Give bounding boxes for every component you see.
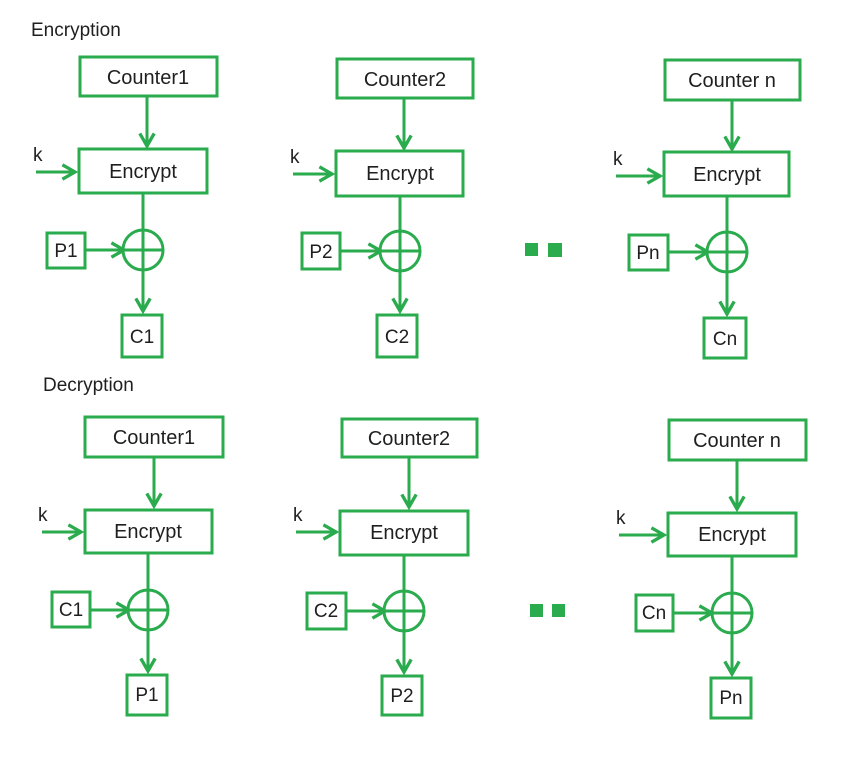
section-title: Decryption xyxy=(43,375,134,396)
ellipsis-square-icon xyxy=(552,604,565,617)
decryption-column-2: Counter2 k Encrypt C2 P2 xyxy=(293,417,479,717)
decryption-column-1: Counter1 k Encrypt C1 P1 xyxy=(38,415,225,717)
output-label: C2 xyxy=(385,327,409,348)
encrypt-box xyxy=(662,150,791,198)
output-box xyxy=(380,674,424,717)
key-label: k xyxy=(293,505,303,526)
output-box xyxy=(125,673,169,717)
encrypt-label: Encrypt xyxy=(698,524,766,546)
output-label: P2 xyxy=(390,686,413,707)
key-label: k xyxy=(616,508,626,529)
output-box xyxy=(709,676,753,720)
input-label: P1 xyxy=(54,241,77,262)
section-title: Encryption xyxy=(31,20,121,41)
encrypt-label: Encrypt xyxy=(114,521,182,543)
counter-label: Counter n xyxy=(688,70,776,92)
encryption-column-n: Counter n k Encrypt Pn Cn xyxy=(613,58,802,360)
counter-box xyxy=(335,57,475,100)
encrypt-box xyxy=(77,147,209,195)
encrypt-box xyxy=(334,149,465,198)
counter-label: Counter n xyxy=(693,430,781,452)
encrypt-box xyxy=(666,511,798,558)
output-label: Cn xyxy=(713,329,737,350)
output-label: C1 xyxy=(130,327,154,348)
output-label: P1 xyxy=(135,685,158,706)
encryption-ellipsis xyxy=(525,243,562,257)
input-box xyxy=(300,231,342,271)
encrypt-label: Encrypt xyxy=(109,161,177,183)
input-label: C1 xyxy=(59,600,83,621)
key-label: k xyxy=(290,147,300,168)
counter-label: Counter1 xyxy=(113,427,195,449)
output-box xyxy=(702,316,748,360)
encryption-column-2: Counter2 k Encrypt P2 C2 xyxy=(290,57,475,359)
counter-label: Counter1 xyxy=(107,67,189,89)
output-box xyxy=(120,313,164,359)
decryption-ellipsis xyxy=(530,604,565,617)
counter-label: Counter2 xyxy=(364,69,446,91)
counter-label: Counter2 xyxy=(368,428,450,450)
encrypt-box xyxy=(83,508,214,555)
key-label: k xyxy=(38,505,48,526)
output-box xyxy=(375,313,419,359)
input-label: C2 xyxy=(314,601,338,622)
output-label: Pn xyxy=(719,688,742,709)
input-box xyxy=(305,591,348,631)
input-label: P2 xyxy=(309,242,332,263)
key-label: k xyxy=(33,145,43,166)
encrypt-label: Encrypt xyxy=(366,163,434,185)
key-label: k xyxy=(613,149,623,170)
input-label: Cn xyxy=(642,603,666,624)
counter-box xyxy=(83,415,225,459)
ellipsis-square-icon xyxy=(525,243,538,256)
input-label: Pn xyxy=(636,243,659,264)
counter-box xyxy=(340,417,479,459)
counter-box xyxy=(663,58,802,102)
ellipsis-square-icon xyxy=(548,243,562,257)
ellipsis-square-icon xyxy=(530,604,543,617)
encryption-column-1: Counter1 k Encrypt P1 C1 xyxy=(33,55,219,359)
encrypt-label: Encrypt xyxy=(693,164,761,186)
encrypt-label: Encrypt xyxy=(370,522,438,544)
encrypt-box xyxy=(338,509,470,557)
decryption-column-n: Counter n k Encrypt Cn Pn xyxy=(616,418,808,720)
